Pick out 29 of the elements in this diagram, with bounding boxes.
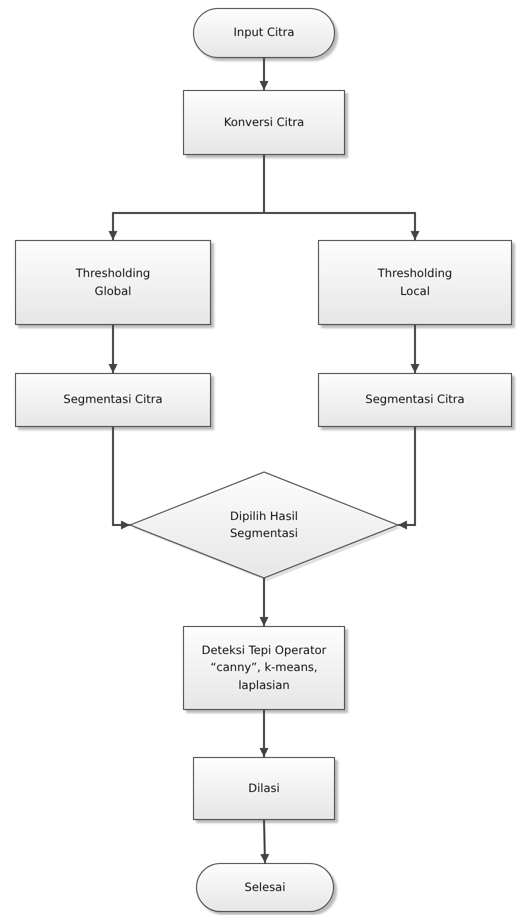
node-label: Input Citra (232, 24, 296, 42)
arrow (398, 427, 416, 530)
process-box (15, 373, 211, 427)
process-box (193, 757, 335, 820)
node-label: Thresholding Global (74, 265, 152, 300)
arrow (410, 325, 420, 373)
process-box (318, 240, 512, 325)
terminal-shape (193, 8, 335, 58)
node-label: Segmentasi Citra (364, 391, 466, 408)
arrow (108, 325, 118, 373)
process-box (15, 240, 211, 325)
node-label: Segmentasi Citra (62, 391, 164, 408)
node-label: Thresholding Local (376, 265, 454, 300)
process-box (318, 373, 512, 427)
arrow (263, 155, 420, 240)
process-box (183, 626, 345, 710)
arrow (260, 578, 268, 626)
arrow (260, 710, 268, 757)
node-label: Konversi Citra (222, 114, 306, 131)
node-label: Selesai (244, 878, 286, 896)
decision-diamond (130, 472, 398, 578)
node-label: Dipilih Hasil Segmentasi (229, 508, 299, 542)
terminal-shape (196, 863, 334, 912)
process-box (183, 90, 345, 155)
arrow (260, 820, 270, 864)
node-label: Dilasi (247, 780, 281, 797)
node-label: Deteksi Tepi Operator “canny”, k-means, laplasian (200, 642, 328, 694)
arrow (260, 58, 268, 90)
arrow (112, 427, 130, 530)
